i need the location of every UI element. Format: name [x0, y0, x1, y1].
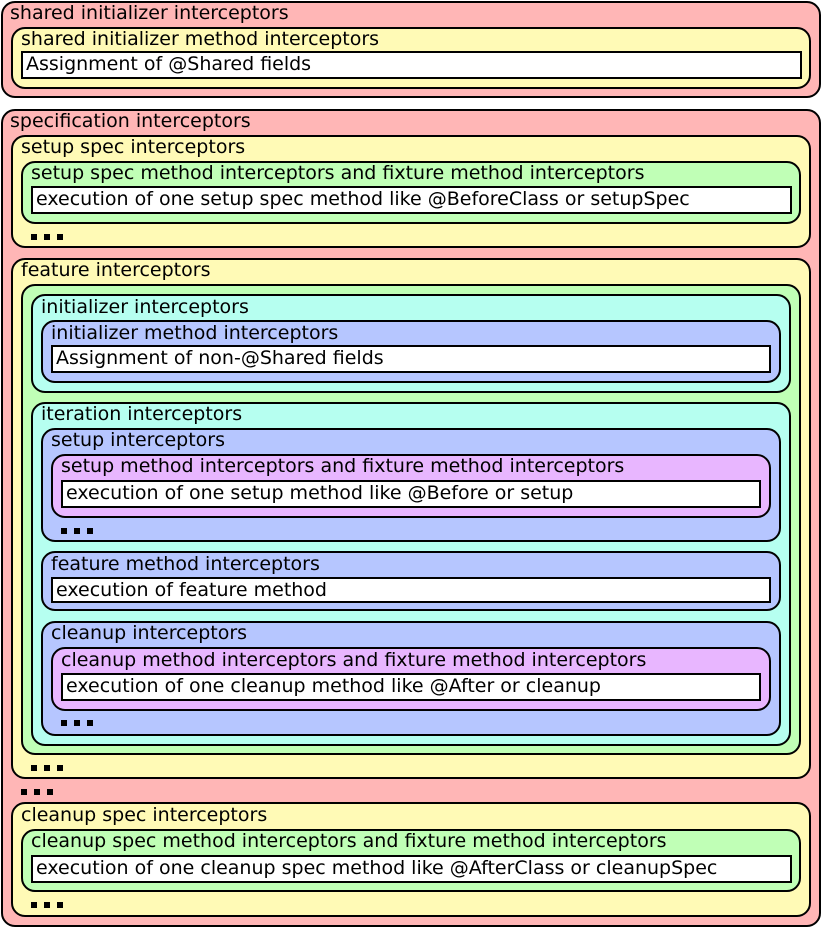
setup-method-code: execution of one setup method like @Befo…: [61, 480, 761, 508]
feature-more-ellipsis: [31, 763, 63, 771]
feature-method-interceptors-label: feature method interceptors: [51, 553, 320, 575]
non-shared-fields-assignment-code: Assignment of non-@Shared fields: [51, 345, 771, 373]
initializer-interceptors-label: initializer interceptors: [41, 296, 249, 318]
cleanup-spec-method-code: execution of one cleanup spec method lik…: [31, 855, 792, 883]
cleanup-spec-interceptors-label: cleanup spec interceptors: [21, 804, 268, 826]
cleanup-spec-method-interceptors-label: cleanup spec method interceptors and fix…: [31, 830, 667, 852]
setup-spec-interceptors-label: setup spec interceptors: [21, 136, 246, 158]
setup-spec-method-code: execution of one setup spec method like …: [31, 186, 792, 214]
cleanup-interceptors-label: cleanup interceptors: [51, 622, 248, 644]
shared-fields-assignment-code: Assignment of @Shared fields: [21, 51, 802, 79]
feature-method-code: execution of feature method: [51, 577, 771, 603]
setup-spec-more-ellipsis: [31, 232, 63, 240]
cleanup-more-ellipsis: [61, 718, 93, 726]
setup-spec-method-interceptors-label: setup spec method interceptors and fixtu…: [31, 162, 645, 184]
setup-more-ellipsis: [61, 526, 93, 534]
specification-interceptors-label: specification interceptors: [10, 110, 251, 132]
cleanup-spec-more-ellipsis: [31, 900, 63, 908]
specification-more-ellipsis: [21, 787, 53, 795]
setup-interceptors-label: setup interceptors: [51, 429, 226, 451]
shared-initializer-method-interceptors-label: shared initializer method interceptors: [21, 28, 380, 50]
setup-method-interceptors-label: setup method interceptors and fixture me…: [61, 455, 625, 477]
iteration-interceptors-label: iteration interceptors: [41, 403, 243, 425]
shared-initializer-interceptors-label: shared initializer interceptors: [10, 2, 289, 24]
feature-interceptors-label: feature interceptors: [21, 259, 211, 281]
cleanup-method-code: execution of one cleanup method like @Af…: [61, 673, 761, 701]
cleanup-method-interceptors-label: cleanup method interceptors and fixture …: [61, 649, 647, 671]
initializer-method-interceptors-label: initializer method interceptors: [51, 322, 339, 344]
